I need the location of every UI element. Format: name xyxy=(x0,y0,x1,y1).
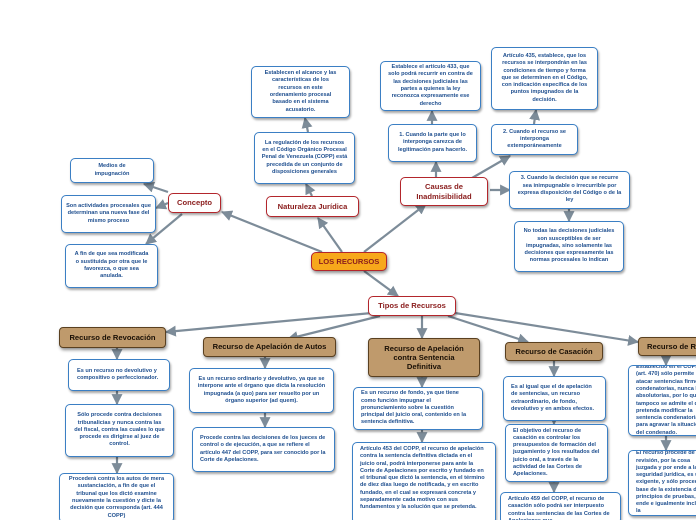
concepto-item[interactable]: Son actividades procesales que determina… xyxy=(61,195,156,233)
naturaleza-item[interactable]: La regulación de los recursos en el Códi… xyxy=(254,132,355,184)
revocacion-item[interactable]: Sólo procede contra decisiones tribunali… xyxy=(65,404,174,457)
apelacion-autos-item[interactable]: Es un recurso ordinario y devolutivo, ya… xyxy=(189,368,334,413)
concepto-node[interactable]: Concepto xyxy=(168,193,221,213)
apelacion-sentencia-item[interactable]: Es un recurso de fondo, ya que tiene com… xyxy=(353,387,483,430)
apelacion-autos-node[interactable]: Recurso de Apelación de Autos xyxy=(203,337,336,357)
concepto-item[interactable]: Medios de impugnación xyxy=(70,158,154,183)
casacion-node[interactable]: Recurso de Casación xyxy=(505,342,603,361)
apelacion-sentencia-item[interactable]: Artículo 453 del COPP, el recurso de ape… xyxy=(352,442,496,520)
concepto-item[interactable]: A fin de que sea modificada o sustituida… xyxy=(65,244,158,288)
tipos-node[interactable]: Tipos de Recursos xyxy=(368,296,456,316)
revision-node[interactable]: Recurso de R xyxy=(638,337,696,356)
casacion-item[interactable]: El objetivo del recurso de casación es c… xyxy=(505,424,608,482)
root-node[interactable]: LOS RECURSOS xyxy=(311,252,387,271)
revision-item[interactable]: Establecido en el COPP (art. 470) sólo p… xyxy=(628,365,696,436)
causas-item[interactable]: 1. Cuando la parte que lo interponga car… xyxy=(388,124,477,162)
causas-item[interactable]: Artículo 435, establece, que los recurso… xyxy=(491,47,598,110)
revocacion-item[interactable]: Procederá contra los autos de mera susta… xyxy=(59,473,174,520)
causas-item[interactable]: 3. Cuando la decisión que se recurre sea… xyxy=(509,171,630,209)
causas-item[interactable]: Establece el artículo 433, que solo podr… xyxy=(380,61,481,111)
revocacion-item[interactable]: Es un recurso no devolutivo y compositiv… xyxy=(68,359,170,391)
casacion-item[interactable]: Es al igual que el de apelación de sente… xyxy=(503,376,606,421)
causas-item[interactable]: No todas las decisiones judiciales son s… xyxy=(514,221,624,272)
revocacion-node[interactable]: Recurso de Revocación xyxy=(59,327,166,348)
revision-item[interactable]: El recurso procede de revisión, por la c… xyxy=(628,450,696,516)
naturaleza-node[interactable]: Naturaleza Jurídica xyxy=(266,196,359,217)
casacion-item[interactable]: Artículo 459 del COPP, el recurso de cas… xyxy=(500,492,621,520)
naturaleza-item[interactable]: Establecen el alcance y las característi… xyxy=(251,66,350,118)
causas-node[interactable]: Causas de Inadmisibilidad xyxy=(400,177,488,206)
apelacion-sentencia-node[interactable]: Recurso de Apelación contra Sentencia De… xyxy=(368,338,480,377)
causas-item[interactable]: 2. Cuando el recurso se interponga extem… xyxy=(491,124,578,155)
apelacion-autos-item[interactable]: Procede contra las decisiones de los jue… xyxy=(192,427,335,472)
